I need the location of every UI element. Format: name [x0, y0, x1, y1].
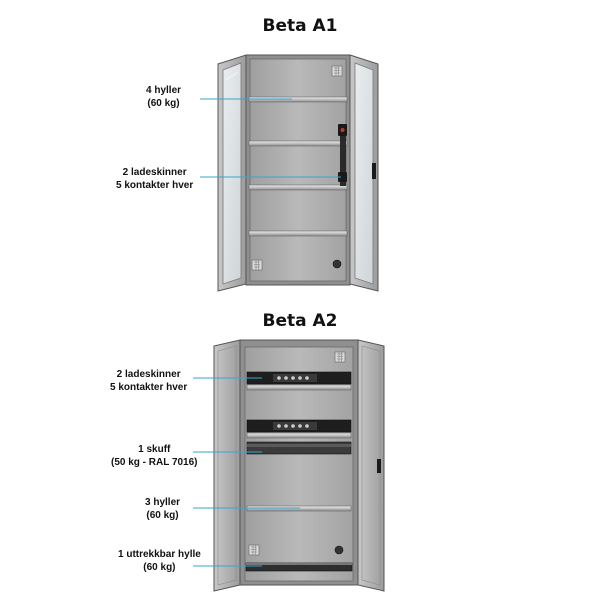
- a2-pullout-shelf-label-line2: (60 kg): [143, 562, 176, 573]
- a2-charging-rail: [246, 371, 352, 391]
- a1-shelf: [248, 140, 348, 147]
- a2-pullout-shelf-label-line1: 1 uttrekkbar hylle: [118, 549, 201, 560]
- a2-door-handle: [377, 459, 381, 473]
- a1-charging-rails-label: 2 ladeskinner 5 kontakter hver: [116, 166, 193, 192]
- a1-shelf: [248, 184, 348, 191]
- a1-cable-grommet: [332, 259, 342, 269]
- a2-drawer-label-line2: (50 kg - RAL 7016): [111, 457, 198, 468]
- a2-charging-rails-label-line2: 5 kontakter hver: [110, 382, 188, 393]
- cabinet-a2-title: Beta A2: [262, 311, 338, 331]
- cabinet-a1: [200, 54, 379, 292]
- a1-shelves-label-line2: (60 kg): [147, 98, 180, 109]
- a2-charging-rail: [246, 419, 352, 439]
- a1-charging-rail: [338, 124, 347, 186]
- a1-charging-rails-label-line1: 2 ladeskinner: [122, 167, 187, 178]
- a1-shelves-label-line1: 4 hyller: [146, 85, 182, 96]
- a2-drawer: [246, 441, 352, 455]
- a2-shelves-label-line2: (60 kg): [146, 510, 179, 521]
- a1-vent-grille-top: [331, 65, 343, 77]
- a2-charging-rails-label: 2 ladeskinner 5 kontakter hver: [110, 368, 187, 394]
- a2-vent-grille-top: [334, 351, 346, 363]
- a2-shelves-label: 3 hyller (60 kg): [145, 496, 180, 522]
- a2-drawer-label: 1 skuff (50 kg - RAL 7016): [111, 443, 198, 469]
- a2-pullout-shelf: [245, 562, 353, 572]
- a1-shelves-label: 4 hyller (60 kg): [146, 84, 181, 110]
- a2-pullout-shelf-label: 1 uttrekkbar hylle (60 kg): [118, 548, 201, 574]
- cabinet-a1-title: Beta A1: [262, 16, 338, 36]
- a1-left-door: [217, 54, 247, 292]
- a1-door-handle: [372, 163, 376, 179]
- a1-charging-rails-label-line2: 5 kontakter hver: [116, 180, 194, 191]
- a1-shelf: [248, 230, 348, 237]
- a2-shelves-label-line1: 3 hyller: [145, 497, 181, 508]
- cabinet-a2: [193, 339, 385, 592]
- a2-cable-grommet: [334, 545, 344, 555]
- a2-right-door: [357, 339, 385, 592]
- a2-vent-grille-bottom: [248, 544, 260, 556]
- a1-vent-grille-bottom: [251, 259, 263, 271]
- a1-cabinet-back: [249, 58, 347, 282]
- a1-right-door: [349, 54, 379, 292]
- a2-drawer-label-line1: 1 skuff: [138, 444, 171, 455]
- a2-charging-rails-label-line1: 2 ladeskinner: [116, 369, 181, 380]
